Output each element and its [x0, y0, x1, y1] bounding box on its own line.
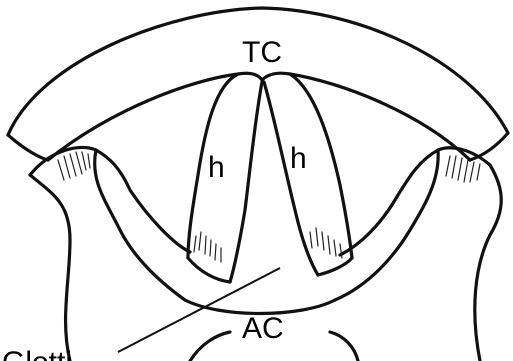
- left-fold-hatching: [194, 232, 221, 262]
- right-arytenoid-inner: [335, 150, 438, 300]
- left-fold-label: h: [208, 151, 225, 184]
- right-fold-label: h: [290, 142, 307, 175]
- left-vocal-fold-inner: [230, 82, 262, 282]
- left-arytenoid-lower: [30, 175, 70, 361]
- right-arytenoid-hatching: [446, 156, 480, 182]
- inner-arch: [48, 73, 470, 160]
- left-arytenoid-inner: [95, 150, 185, 300]
- right-vocal-fold-base: [318, 258, 352, 275]
- ac-label: AC: [242, 312, 284, 345]
- left-vocal-fold-base: [188, 258, 230, 282]
- right-arytenoid-lower: [475, 165, 501, 361]
- left-arytenoid-hatching: [58, 152, 90, 180]
- tc-label: TC: [242, 36, 282, 69]
- right-fold-hatching: [310, 228, 342, 258]
- glottis-label: Glotti: [2, 346, 72, 361]
- arch-join-left: [8, 135, 48, 160]
- right-vocal-fold-inner: [264, 82, 318, 275]
- left-arytenoid: [30, 147, 190, 252]
